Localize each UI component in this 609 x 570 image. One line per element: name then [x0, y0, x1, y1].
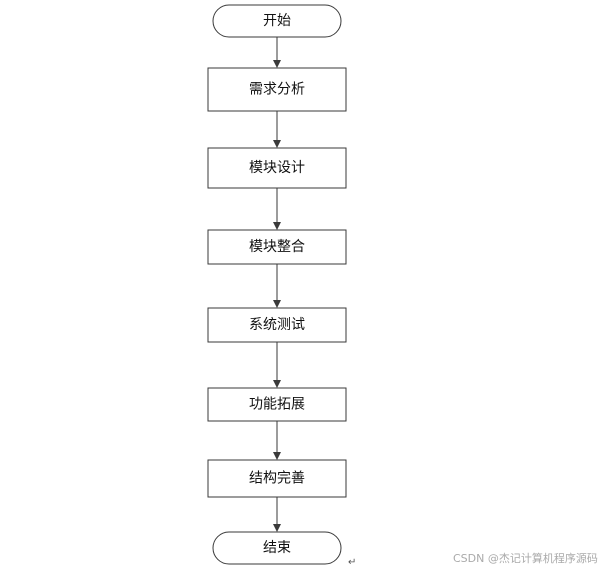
edge-structure-refinement-to-end — [273, 497, 281, 532]
node-label: 功能拓展 — [249, 397, 305, 413]
paragraph-mark: ↵ — [348, 557, 356, 568]
arrow-down-icon — [273, 452, 281, 460]
arrow-down-icon — [273, 222, 281, 230]
arrow-down-icon — [273, 524, 281, 532]
arrow-down-icon — [273, 140, 281, 148]
edges-layer — [273, 37, 281, 532]
process-box — [207, 307, 347, 343]
node-label: 模块整合 — [249, 239, 305, 255]
process-box — [207, 229, 347, 265]
node-label: 开始 — [263, 13, 291, 29]
process-box — [207, 147, 347, 189]
node-requirements: 需求分析 — [207, 67, 347, 112]
node-module-design: 模块设计 — [207, 147, 347, 189]
arrow-down-icon — [273, 60, 281, 68]
terminal-shape — [212, 531, 342, 565]
node-label: 结束 — [263, 540, 291, 556]
node-module-integration: 模块整合 — [207, 229, 347, 265]
node-end: 结束 — [212, 531, 342, 565]
edge-system-test-to-feature-expansion — [273, 342, 281, 388]
watermark: CSDN @杰记计算机程序源码 — [453, 551, 598, 565]
edge-module-integration-to-system-test — [273, 264, 281, 308]
process-box — [207, 387, 347, 422]
node-label: 系统测试 — [249, 317, 305, 333]
node-start: 开始 — [212, 4, 342, 38]
arrow-down-icon — [273, 300, 281, 308]
process-box — [207, 67, 347, 112]
node-structure-refinement: 结构完善 — [207, 459, 347, 498]
edge-start-to-requirements — [273, 37, 281, 68]
node-feature-expansion: 功能拓展 — [207, 387, 347, 422]
node-system-test: 系统测试 — [207, 307, 347, 343]
edge-requirements-to-module-design — [273, 111, 281, 148]
node-label: 结构完善 — [249, 471, 305, 487]
terminal-shape — [212, 4, 342, 38]
arrow-down-icon — [273, 380, 281, 388]
process-box — [207, 459, 347, 498]
edge-module-design-to-module-integration — [273, 188, 281, 230]
edge-feature-expansion-to-structure-refinement — [273, 421, 281, 460]
node-label: 需求分析 — [249, 82, 305, 98]
node-label: 模块设计 — [249, 160, 305, 176]
